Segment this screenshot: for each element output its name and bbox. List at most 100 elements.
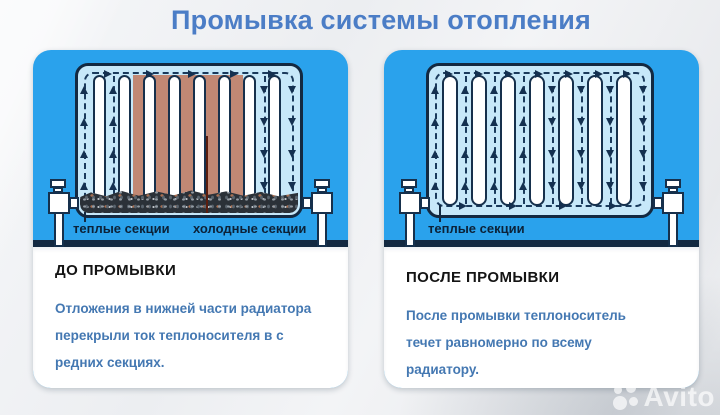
flow-arrow-icon [109,182,117,190]
flow-arrow-icon [639,118,647,126]
flow-arrow-icon [490,182,498,190]
left-valve [399,192,421,214]
flow-arrow-icon [535,70,543,78]
flow-arrow-icon [606,86,614,94]
flow-arrow-icon [288,118,296,126]
radiator-section [243,75,256,206]
avito-logo-dots-icon [612,383,639,411]
flow-arrow-icon [505,70,513,78]
flow-arrow-icon [461,86,469,94]
radiator-section [193,75,206,206]
flow-arrow-icon [80,86,88,94]
flow-arrow-icon [431,86,439,94]
radiator-section [218,75,231,206]
flow-arrow-icon [519,118,527,126]
flow-arrow-icon [623,70,631,78]
flow-arrow-icon [475,70,483,78]
flow-arrow-icon [461,118,469,126]
flow-arrow-icon [431,182,439,190]
flow-arrow-icon [80,118,88,126]
flow-arrow-icon [188,70,196,78]
flow-arrow-icon [490,118,498,126]
flow-arrow-icon [519,182,527,190]
radiator-after [426,63,654,218]
flow-arrow-icon [639,150,647,158]
flow-arrow-icon [577,150,585,158]
cold-sections-label: холодные секции [193,221,307,236]
radiator-section [168,75,181,206]
left-valve [48,192,70,214]
before-text-block: ДО ПРОМЫВКИ Отложения в нижней части рад… [33,247,348,388]
after-panel: теплые секции ПОСЛЕ ПРОМЫВКИ После промы… [384,50,699,388]
flow-arrow-icon [104,70,112,78]
flow-arrow-icon [80,150,88,158]
radiator-section [143,75,156,206]
radiator-section [558,75,574,206]
flow-arrow-icon [459,202,467,210]
flow-arrow-icon [445,70,453,78]
valve-connector [420,197,430,209]
flow-arrow-icon [609,202,617,210]
warm-sections-label: теплые секции [428,221,525,236]
right-valve [662,192,684,214]
radiator-section [442,75,458,206]
radiator-section [93,75,106,206]
warm-label-pointer [84,212,86,222]
flow-arrow-icon [260,86,268,94]
flow-arrow-icon [109,86,117,94]
flow-arrow-icon [461,182,469,190]
flow-arrow-icon [109,150,117,158]
valve-connector [69,197,79,209]
flow-arrow-icon [431,150,439,158]
flow-arrow-icon [548,118,556,126]
flow-arrow-icon [230,70,238,78]
radiator-before [75,63,303,218]
avito-watermark-text: Avito [643,381,715,412]
warm-label-pointer [439,205,441,222]
page-title: Промывка системы отопления [171,5,591,35]
flow-arrow-icon [606,182,614,190]
avito-watermark: Avito [612,381,715,413]
flow-arrow-icon [639,86,647,94]
flow-arrow-icon [109,118,117,126]
radiator-section [268,75,281,206]
after-heading: ПОСЛЕ ПРОМЫВКИ [406,269,560,286]
flow-arrow-icon [260,182,268,190]
flow-arrow-icon [639,182,647,190]
radiator-section [471,75,487,206]
flow-arrow-icon [260,118,268,126]
before-description: Отложения в нижней части радиатора перек… [55,301,312,370]
flow-arrow-icon [577,118,585,126]
after-description: После промывки теплоноситель течет равно… [406,308,626,377]
valve-connector [302,197,312,209]
flow-arrow-icon [260,150,268,158]
flow-arrow-icon [548,182,556,190]
right-pipe [668,212,678,247]
radiator-section [616,75,632,206]
radiator-section [529,75,545,206]
floor-line [33,240,348,247]
flow-arrow-icon [606,118,614,126]
valve-connector [653,197,663,209]
flow-arrow-icon [490,150,498,158]
cold-sections-pointer-line [206,136,208,213]
flow-arrow-icon [577,182,585,190]
warm-sections-label: теплые секции [73,221,170,236]
right-pipe [317,212,327,247]
flow-arrow-icon [548,150,556,158]
flow-arrow-icon [509,202,517,210]
before-heading: ДО ПРОМЫВКИ [55,262,177,279]
right-valve [311,192,333,214]
flow-arrow-icon [595,70,603,78]
radiator-section [587,75,603,206]
after-text-block: ПОСЛЕ ПРОМЫВКИ После промывки теплоносит… [384,247,699,388]
left-pipe [405,212,415,247]
left-pipe [54,212,64,247]
radiator-section [500,75,516,206]
flow-arrow-icon [268,70,276,78]
floor-line [384,240,699,247]
flow-arrow-icon [461,150,469,158]
flow-arrow-icon [565,70,573,78]
flow-arrow-icon [519,150,527,158]
